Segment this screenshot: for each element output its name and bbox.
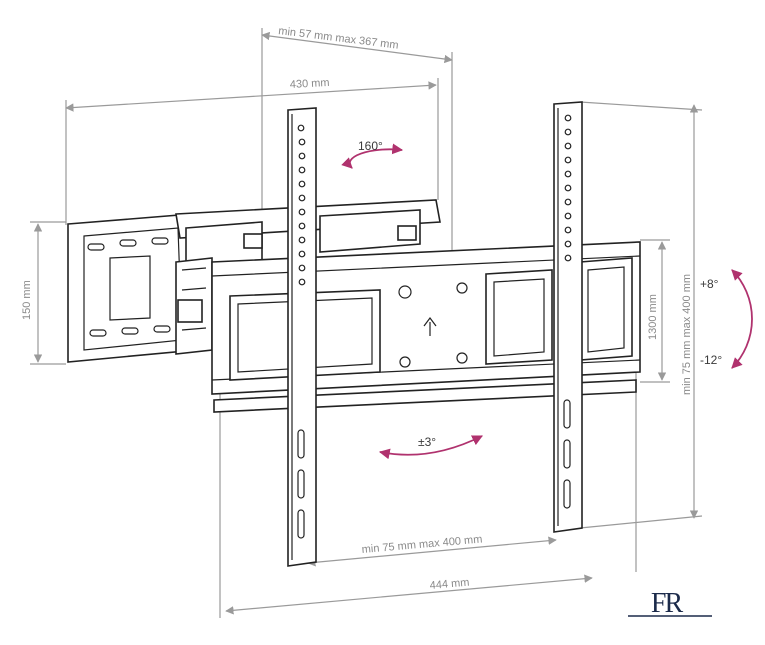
logo-mark: FR: [651, 588, 684, 619]
swing-arm-assembly: [175, 199, 441, 355]
dimension-vertical-spacing: min 75 mm max 400 mm: [579, 101, 703, 529]
dimension-wall-plate-height: 150 mm: [21, 221, 66, 365]
label-tilt-up: +8°: [700, 277, 719, 291]
tv-bracket-left: [287, 107, 317, 567]
dimension-overall-width: 444 mm: [219, 370, 637, 618]
wall-plate: [67, 213, 197, 363]
level-indicator: ±3°: [378, 435, 483, 460]
label-wall-plate-width: 430 mm: [290, 77, 330, 91]
label-level-adjust: ±3°: [418, 435, 436, 449]
label-overall-width: 444 mm: [429, 577, 470, 592]
dimension-horizontal-spacing: min 75 mm max 400 mm: [307, 533, 557, 567]
brand-logo: FR: [628, 588, 712, 619]
label-vertical-spacing: min 75 mm max 400 mm: [681, 274, 693, 395]
swivel-indicator: 160°: [341, 139, 404, 169]
dimension-rail-height: 1300 mm: [640, 239, 670, 383]
dimension-wall-plate-width: 430 mm: [65, 77, 439, 225]
label-arm-extension: min 57 mm max 367 mm: [278, 25, 400, 52]
tilt-indicator: +8° -12°: [700, 269, 753, 369]
label-rail-height: 1300 mm: [647, 294, 659, 340]
tv-bracket-right: [553, 101, 583, 533]
label-swivel-angle: 160°: [358, 139, 383, 153]
up-arrow-icon: [423, 317, 437, 336]
label-tilt-down: -12°: [700, 353, 722, 367]
label-wall-plate-height: 150 mm: [21, 280, 33, 320]
